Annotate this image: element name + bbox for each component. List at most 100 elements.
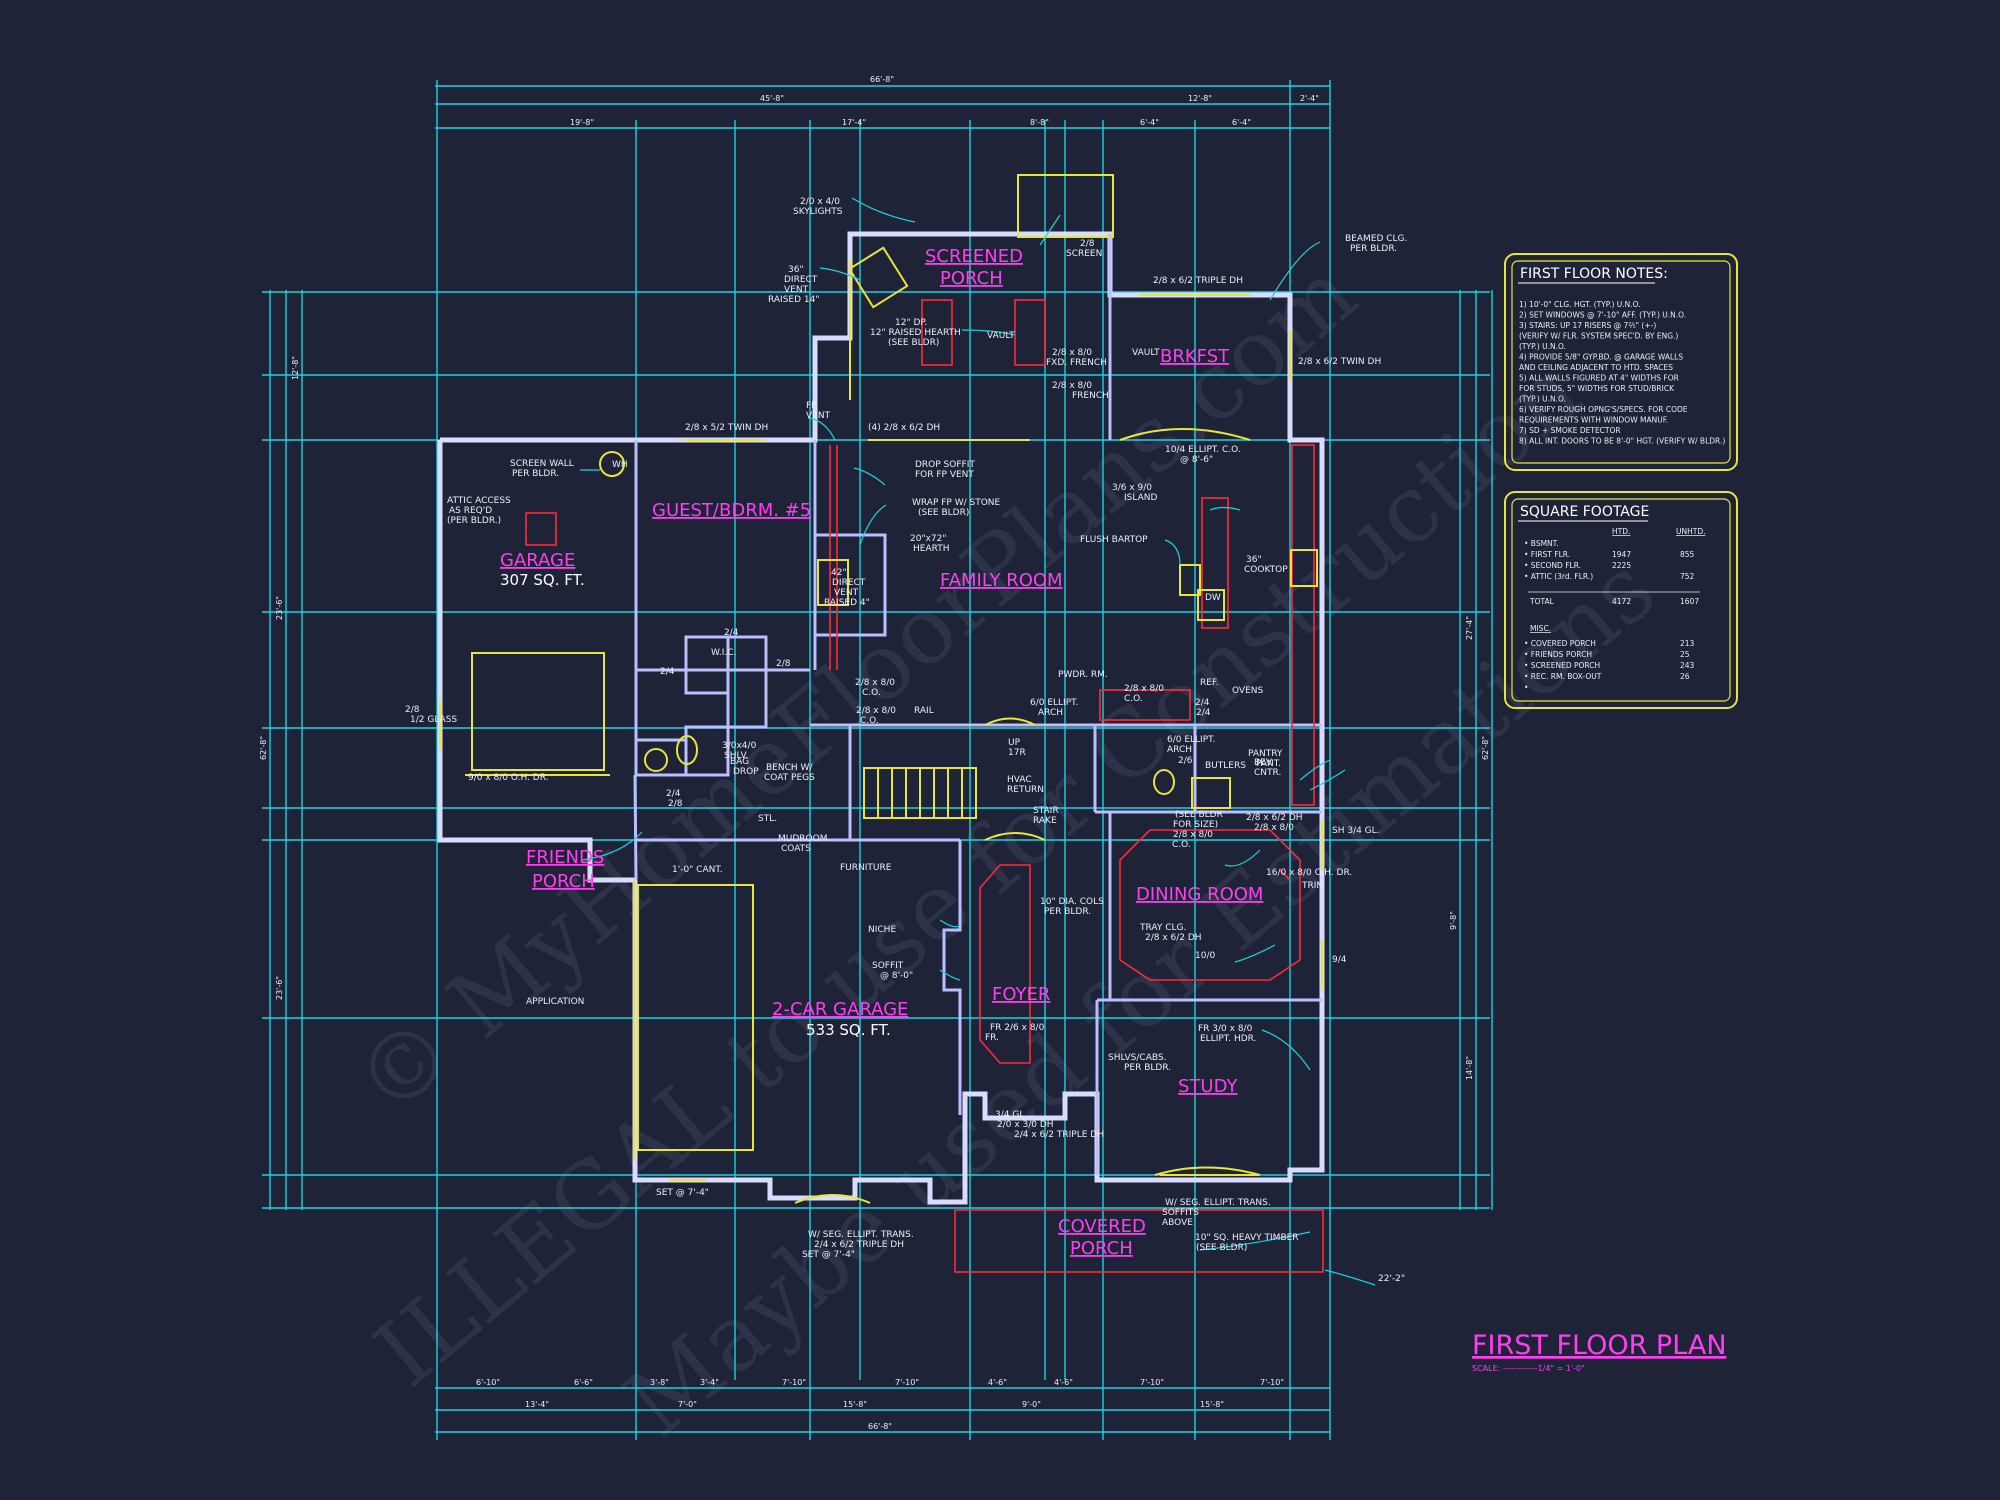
note-label: PWDR. RM.	[1058, 670, 1108, 680]
note-label: C.O.	[860, 716, 879, 726]
note-label: RAIL	[914, 706, 934, 716]
note-label: ARCH	[1167, 745, 1192, 755]
dim-bottom-r2-4: 15'-8"	[1200, 1400, 1224, 1409]
note-label: (SEE BLDR)	[888, 338, 939, 348]
cooktop-icon	[1290, 549, 1318, 587]
dim-bottom-r1-9: 7'-10"	[1260, 1378, 1284, 1387]
note-label: 2/4	[1195, 698, 1210, 708]
top-dimensions: 66'-8" 45'-8" 12'-8" 2'-4" 19'-8" 17'-4"…	[570, 75, 1319, 127]
note-label: VENT	[834, 588, 859, 598]
first-floor-notes-box: FIRST FLOOR NOTES: 1) 10'-0" CLG. HGT. (…	[1504, 253, 1738, 471]
room-family: FAMILY ROOM	[940, 570, 1063, 591]
note-label: DIRECT	[784, 275, 818, 285]
note-label: HVAC	[1007, 775, 1032, 785]
side-dimensions: 62'-8" 23'-6" 23'-6" 12'-8" 62'-8" 27'-4…	[259, 356, 1490, 1080]
note-label: SHLVS/CABS.	[1108, 1053, 1166, 1063]
notes-box-line: 2) SET WINDOWS @ 7'-10" AFF. (TYP.) U.N.…	[1519, 311, 1686, 320]
sqft-misc-value: 26	[1680, 672, 1690, 681]
dim-bottom-r2-2: 15'-8"	[843, 1400, 867, 1409]
note-label: COATS	[781, 844, 811, 854]
dim-top-overall: 66'-8"	[870, 75, 894, 84]
note-label: ELLIPT. HDR.	[1200, 1034, 1256, 1044]
note-label: (SEE BLDR)	[918, 508, 969, 518]
note-label: 2/4	[1196, 708, 1211, 718]
note-label: MUDROOM	[778, 834, 827, 844]
note-label: (SEE BLDR	[1175, 810, 1223, 820]
note-label: 16/0 x 8/0 O.H. DR.	[1266, 868, 1352, 878]
note-label: 2/4	[666, 789, 681, 799]
note-label: ARCH	[1038, 708, 1063, 718]
note-label: REF.	[1200, 678, 1219, 688]
sqft-total-htd: 4172	[1612, 597, 1631, 606]
sqft-row-htd: 1947	[1612, 550, 1631, 559]
note-label: FR 3/0 x 8/0	[1198, 1024, 1253, 1034]
note-label: (PER BLDR.)	[447, 516, 501, 526]
note-label: 22'-2"	[1378, 1274, 1405, 1284]
porch-stairs	[1017, 174, 1114, 238]
dim-bottom-r2-3: 9'-0"	[1022, 1400, 1041, 1409]
room-covered-porch-1: COVERED	[1058, 1216, 1146, 1237]
dim-right-a: 27'-4"	[1465, 616, 1474, 640]
room-brkfst: BRKFST	[1160, 346, 1230, 367]
note-label: APPLICATION	[526, 997, 584, 1007]
note-label: SH 3/4 GL.	[1332, 826, 1380, 836]
note-label: RETURN	[1007, 785, 1044, 795]
note-label: BAG	[730, 757, 749, 767]
note-label: HEARTH	[913, 544, 949, 554]
sqft-misc-label: •	[1524, 683, 1528, 692]
sqft-box-title: SQUARE FOOTAGE	[1520, 504, 1649, 520]
room-guest: GUEST/BDRM. #5	[652, 500, 811, 521]
note-label: 2/8	[405, 705, 420, 715]
note-label: (SEE BLDR)	[1196, 1243, 1247, 1253]
notes-box-title: FIRST FLOOR NOTES:	[1520, 266, 1668, 282]
notes-box-line: AND CEILING ADJACENT TO HTD. SPACES	[1519, 363, 1673, 372]
note-label: COOKTOP	[1244, 565, 1288, 575]
note-label: 2/8 x 8/0	[1254, 823, 1294, 833]
dw-box	[1197, 589, 1225, 621]
room-foyer: FOYER	[992, 984, 1050, 1005]
island-sink	[1179, 564, 1201, 596]
notes-box-line: 6) VERIFY ROUGH OPNG'S/SPECS. FOR CODE	[1519, 405, 1688, 414]
pwdr-toilet-icon	[1153, 769, 1175, 795]
dim-bottom-r2-1: 7'-0"	[678, 1400, 697, 1409]
sqft-col-htd: HTD.	[1612, 527, 1630, 536]
sqft-misc-value: 25	[1680, 650, 1690, 659]
dim-right-c: 9'-8"	[1449, 911, 1458, 930]
notes-box-line: 7) SD + SMOKE DETECTOR	[1519, 426, 1621, 435]
note-label: 2/8 x 6/2 TWIN DH	[1298, 357, 1381, 367]
note-label: 2/4	[724, 628, 739, 638]
note-label: 17R	[1008, 748, 1026, 758]
room-garage: GARAGE	[500, 550, 575, 571]
note-label: W.I.C.	[711, 648, 736, 658]
note-label: 2/8	[776, 659, 791, 669]
note-label: PANTRY	[1248, 749, 1283, 759]
note-label: VAULT	[987, 331, 1015, 341]
note-label: RAKE	[1033, 816, 1057, 826]
room-screened-porch-2: PORCH	[940, 268, 1003, 289]
notes-box-line: 1) 10'-0" CLG. HGT. (TYP.) U.N.O.	[1519, 300, 1641, 309]
notes-box-line: FOR STUDS, 5" WIDTHS FOR STUD/BRICK	[1519, 384, 1675, 393]
dim-right-b: 14'-8"	[1465, 1056, 1474, 1080]
note-label: ABOVE	[1162, 1218, 1193, 1228]
note-label: 2/8 x 8/0	[1173, 830, 1213, 840]
ref-icon	[1191, 777, 1231, 809]
note-label: 10/4 ELLIPT. C.O.	[1165, 445, 1241, 455]
notes-box-line: (TYP.) U.N.O.	[1519, 395, 1566, 404]
note-label: PER BLDR.	[1044, 907, 1091, 917]
note-label: C.O.	[862, 688, 881, 698]
dim-left-c: 12'-8"	[291, 356, 300, 380]
note-label: PER BLDR.	[1124, 1063, 1171, 1073]
note-label: 2/8 x 8/0	[1052, 348, 1092, 358]
note-label: 36"	[1246, 555, 1262, 565]
note-label: 10" SQ. HEAVY TIMBER	[1195, 1233, 1299, 1243]
note-label: RAISED 14"	[768, 295, 819, 305]
note-label: 9/0 x 8/0 O.H. DR.	[468, 773, 549, 783]
note-label: @ 8'-6"	[1180, 455, 1213, 465]
sqft-total-unhtd: 1607	[1680, 597, 1699, 606]
dim-top-r2-a: 19'-8"	[570, 118, 594, 127]
sqft-row-label: • FIRST FLR.	[1524, 550, 1570, 559]
garage2-car-outline	[637, 884, 754, 1151]
sqft-misc-label: • REC. RM. BOX-OUT	[1524, 672, 1602, 681]
drawing-scale: SCALE: ------------1/4" = 1'-0"	[1472, 1364, 1585, 1373]
